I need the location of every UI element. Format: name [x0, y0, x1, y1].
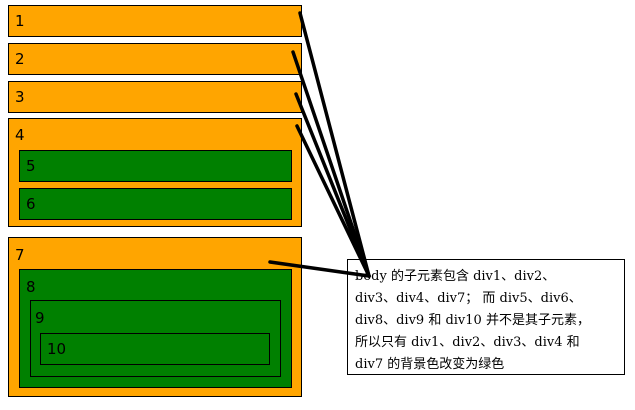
div5-box: 5: [19, 150, 292, 182]
connector-div4: [295, 124, 371, 278]
callout-line-2: div3、div4、div7； 而 div5、div6、: [355, 291, 582, 306]
connector-div1: [298, 11, 371, 278]
div1-label: 1: [15, 12, 25, 30]
div1-box: 1: [8, 5, 302, 37]
div9-label: 9: [35, 309, 45, 327]
div2-label: 2: [15, 50, 25, 68]
callout-line-3: div8、div9 和 div10 并不是其子元素，: [355, 313, 590, 328]
div8-label: 8: [26, 278, 36, 296]
div9-box: 9 10: [30, 300, 281, 377]
div7-box: 7 8 9 10: [8, 237, 302, 397]
div6-box: 6: [19, 188, 292, 220]
div8-box: 8 9 10: [19, 269, 292, 388]
div2-box: 2: [8, 43, 302, 75]
div4-box: 4 5 6: [8, 118, 302, 227]
div5-label: 5: [26, 157, 36, 175]
connector-div2: [291, 50, 371, 278]
div10-label: 10: [47, 340, 67, 358]
div3-box: 3: [8, 81, 302, 113]
div10-box: 10: [40, 333, 270, 365]
div7-label: 7: [15, 246, 25, 264]
div4-label: 4: [15, 126, 25, 144]
callout-line-1: body 的子元素包含 div1、div2、: [355, 269, 556, 284]
connector-div3: [294, 92, 371, 278]
callout-line-4: 所以只有 div1、div2、div3、div4 和: [355, 335, 580, 350]
div6-label: 6: [26, 195, 36, 213]
callout-line-5: div7 的背景色改变为绿色: [355, 357, 505, 372]
div3-label: 3: [15, 88, 25, 106]
explanation-callout: body 的子元素包含 div1、div2、 div3、div4、div7； 而…: [347, 259, 625, 375]
